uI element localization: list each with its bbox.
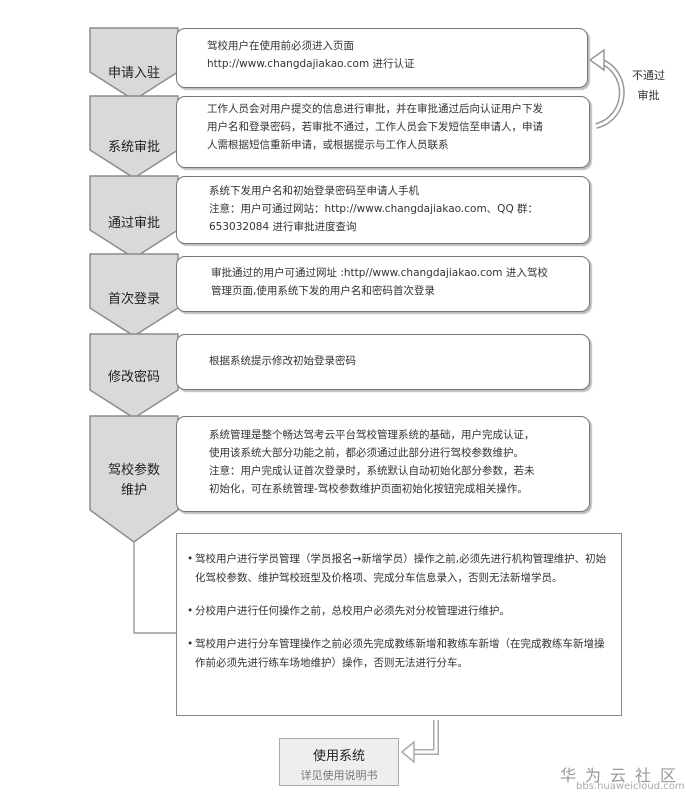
end-box: 使用系统 详见使用说明书 [279,738,399,786]
end-subtitle: 详见使用说明书 [300,769,378,782]
step-box-apply: 驾校用户在使用前必须进入页面 http://www.changdajiakao.… [176,28,588,88]
step-text: 根据系统提示修改初始登录密码 [209,355,356,367]
step-box-approved: 系统下发用户名和初始登录密码至申请人手机 注意：用户可通过网站：http://w… [176,176,590,244]
step-text: 用户名和登录密码，若审批不通过，工作人员会下发短信至申请人，申请 [207,121,543,133]
reject-label-line2: 审批 [637,89,660,102]
step-text: 注意：用户完成认证首次登录时，系统默认自动初始化部分参数，若未 [209,465,535,477]
note-item: 驾校用户进行分车管理操作之前必须先完成教练新增和教练车新增（在完成教练车新增操作… [187,635,611,673]
chevron-review [89,95,179,179]
step-text: 人需根据短信重新申请，或根据提示与工作人员联系 [207,139,449,151]
step-text: 系统管理是整个畅达驾考云平台驾校管理系统的基础，用户完成认证， [209,429,535,441]
note-item: 驾校用户进行学员管理（学员报名→新增学员）操作之前,必须先进行机构管理维护、初始… [187,550,611,588]
step-label-params: 驾校参数 维护 [89,461,179,501]
step-text: 系统下发用户名和初始登录密码至申请人手机 [209,185,419,197]
reject-label-line1: 不通过 [632,69,665,82]
step-text: 管理页面,使用系统下发的用户名和密码首次登录 [211,285,435,297]
connector-line [133,542,176,634]
step-label-approved: 通过审批 [107,216,160,231]
step-text: 初始化，可在系统管理-驾校参数维护页面初始化按钮完成相关操作。 [209,483,528,495]
end-title: 使用系统 [312,749,365,764]
step-label-params-line2: 维护 [120,483,147,498]
step-box-first-login: 审批通过的用户可通过网址 :http//www.changdajiakao.co… [176,256,590,312]
step-box-params: 系统管理是整个畅达驾考云平台驾校管理系统的基础，用户完成认证， 使用该系统大部分… [176,416,590,512]
watermark-brand: 华为云社区 [560,766,686,785]
step-text: 使用该系统大部分功能之前，都必须通过此部分进行驾校参数维护。 [209,447,524,459]
watermark-url: bbs.huaweicloud.com [576,781,685,792]
reject-loop-arrow [595,57,625,129]
step-label-review: 系统审批 [107,140,160,155]
chevron-apply [89,27,179,101]
chevron-change-password [89,333,179,419]
step-label-first-login: 首次登录 [107,292,160,307]
step-text: 工作人员会对用户提交的信息进行审批，并在审批通过后向认证用户下发 [207,103,543,115]
note-item: 分校用户进行任何操作之前，总校用户必须先对分校管理进行维护。 [187,602,611,621]
notes-box: 驾校用户进行学员管理（学员报名→新增学员）操作之前,必须先进行机构管理维护、初始… [176,533,622,716]
step-text: 注意：用户可通过网站：http://www.changdajiakao.com、… [209,203,539,215]
step-box-review: 工作人员会对用户提交的信息进行审批，并在审批通过后向认证用户下发 用户名和登录密… [176,96,590,168]
chevron-approved [89,175,179,259]
step-text: 653032084 进行审批进度查询 [209,221,357,233]
step-label-params-line1: 驾校参数 [107,463,160,478]
step-label-change-password: 修改密码 [107,370,160,385]
step-text: http://www.changdajiakao.com 进行认证 [207,58,415,70]
step-label-apply: 申请入驻 [107,66,160,81]
step-box-change-password: 根据系统提示修改初始登录密码 [176,334,590,390]
reject-label: 不通过 审批 [632,66,665,106]
chevron-params [89,415,179,543]
step-text: 审批通过的用户可通过网址 :http//www.changdajiakao.co… [211,267,548,279]
chevron-first-login [89,253,179,337]
end-arrow [412,720,439,755]
step-text: 驾校用户在使用前必须进入页面 [207,40,354,52]
